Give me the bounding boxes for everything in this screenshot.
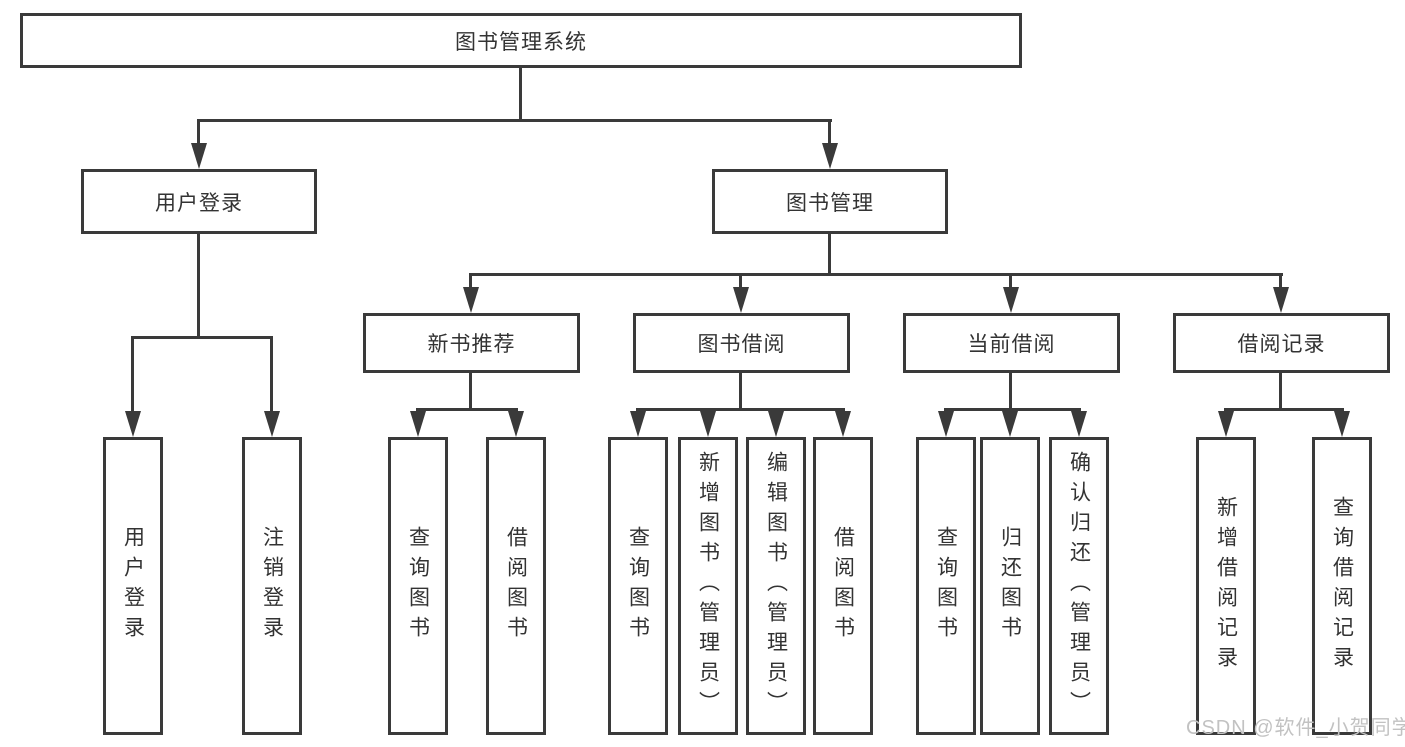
connector-root-stem: [519, 68, 522, 119]
connector-current-borrow-span: [944, 408, 1081, 411]
arrow-down-icon: [191, 143, 207, 169]
leaf-query-book-borrow-label: 查询图书: [626, 526, 650, 646]
node-book-management: 图书管理: [712, 169, 948, 234]
leaf-edit-book-admin: 编辑图书（管理员）: [746, 437, 806, 735]
leaf-add-book-admin: 新增图书（管理员）: [678, 437, 738, 735]
arrow-down-icon: [508, 411, 524, 437]
connector-new-book-span: [416, 408, 518, 411]
leaf-user-login: 用户登录: [103, 437, 163, 735]
leaf-add-borrow-record-label: 新增借阅记录: [1214, 496, 1238, 676]
node-root: 图书管理系统: [20, 13, 1022, 68]
arrow-down-icon: [768, 411, 784, 437]
connector-to-leaf-user-login: [131, 336, 134, 414]
node-borrow-records-label: 借阅记录: [1237, 333, 1326, 356]
node-book-borrow: 图书借阅: [633, 313, 850, 373]
arrow-down-icon: [1071, 411, 1087, 437]
node-borrow-records: 借阅记录: [1173, 313, 1390, 373]
arrow-down-icon: [1003, 287, 1019, 313]
connector-to-new-book: [469, 273, 472, 290]
node-book-borrow-label: 图书借阅: [697, 333, 786, 356]
connector-new-book-stem: [469, 373, 472, 408]
connector-to-borrow-records: [1279, 273, 1282, 290]
connector-to-leaf-logout: [270, 336, 273, 414]
leaf-query-book-current: 查询图书: [916, 437, 976, 735]
node-current-borrow-label: 当前借阅: [967, 333, 1056, 356]
leaf-borrow-book-recommend: 借阅图书: [486, 437, 546, 735]
arrow-down-icon: [125, 411, 141, 437]
connector-user-login-stem: [197, 234, 200, 336]
connector-to-current-borrow: [1009, 273, 1012, 290]
node-book-management-label: 图书管理: [786, 191, 874, 215]
arrow-down-icon: [1273, 287, 1289, 313]
leaf-borrow-book-recommend-label: 借阅图书: [504, 526, 528, 646]
leaf-return-book: 归还图书: [980, 437, 1040, 735]
node-user-login-label: 用户登录: [155, 191, 243, 215]
arrow-down-icon: [1334, 411, 1350, 437]
arrow-down-icon: [1002, 411, 1018, 437]
connector-book-management-stem: [828, 234, 831, 273]
leaf-query-book-recommend-label: 查询图书: [406, 526, 430, 646]
connector-book-management-span: [469, 273, 1283, 276]
node-new-book-recommend-label: 新书推荐: [427, 333, 516, 356]
leaf-confirm-return-admin-label: 确认归还（管理员）: [1067, 451, 1091, 721]
leaf-logout: 注销登录: [242, 437, 302, 735]
connector-to-book-management: [828, 119, 831, 146]
leaf-query-book-borrow: 查询图书: [608, 437, 668, 735]
node-current-borrow: 当前借阅: [903, 313, 1120, 373]
leaf-return-book-label: 归还图书: [998, 526, 1022, 646]
arrow-down-icon: [630, 411, 646, 437]
leaf-add-book-admin-label: 新增图书（管理员）: [696, 451, 720, 721]
arrow-down-icon: [700, 411, 716, 437]
leaf-confirm-return-admin: 确认归还（管理员）: [1049, 437, 1109, 735]
connector-user-login-span: [131, 336, 273, 339]
arrow-down-icon: [938, 411, 954, 437]
connector-root-span: [197, 119, 832, 122]
arrow-down-icon: [410, 411, 426, 437]
leaf-borrow-book-label: 借阅图书: [831, 526, 855, 646]
node-root-label: 图书管理系统: [455, 30, 587, 54]
connector-borrow-records-span: [1224, 408, 1344, 411]
leaf-query-book-recommend: 查询图书: [388, 437, 448, 735]
leaf-query-borrow-record-label: 查询借阅记录: [1330, 496, 1354, 676]
leaf-user-login-label: 用户登录: [121, 526, 145, 646]
node-user-login: 用户登录: [81, 169, 317, 234]
arrow-down-icon: [463, 287, 479, 313]
leaf-logout-label: 注销登录: [260, 526, 284, 646]
leaf-add-borrow-record: 新增借阅记录: [1196, 437, 1256, 735]
connector-to-user-login: [197, 119, 200, 146]
leaf-query-book-current-label: 查询图书: [934, 526, 958, 646]
arrow-down-icon: [822, 143, 838, 169]
leaf-query-borrow-record: 查询借阅记录: [1312, 437, 1372, 735]
arrow-down-icon: [264, 411, 280, 437]
arrow-down-icon: [835, 411, 851, 437]
node-new-book-recommend: 新书推荐: [363, 313, 580, 373]
leaf-edit-book-admin-label: 编辑图书（管理员）: [764, 451, 788, 721]
arrow-down-icon: [1218, 411, 1234, 437]
leaf-borrow-book: 借阅图书: [813, 437, 873, 735]
csdn-watermark: CSDN @软件_小贺同学: [1186, 717, 1405, 739]
connector-borrow-records-stem: [1279, 373, 1282, 408]
connector-to-book-borrow: [739, 273, 742, 290]
connector-current-borrow-stem: [1009, 373, 1012, 408]
connector-book-borrow-stem: [739, 373, 742, 408]
arrow-down-icon: [733, 287, 749, 313]
connector-book-borrow-span: [636, 408, 845, 411]
